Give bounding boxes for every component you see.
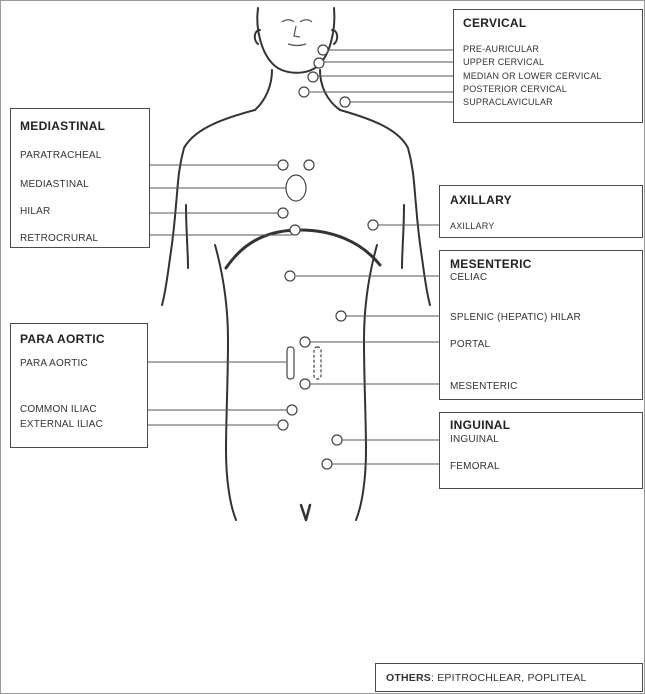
mediastinal-title: MEDIASTINAL: [20, 119, 105, 133]
para-aortic-item-common-iliac: COMMON ILIAC: [20, 404, 97, 415]
leader-lines: [148, 50, 455, 464]
node-celiac: [285, 271, 295, 281]
para-aortic-box: PARA AORTIC PARA AORTIC COMMON ILIAC EXT…: [10, 323, 148, 448]
others-label: OTHERS: EPITROCHLEAR, POPLITEAL: [386, 672, 587, 684]
para-aortic-title: PARA AORTIC: [20, 332, 105, 346]
node-paratracheal-right: [304, 160, 314, 170]
node-axillary: [368, 220, 378, 230]
others-box: OTHERS: EPITROCHLEAR, POPLITEAL: [375, 663, 643, 692]
node-femoral: [322, 459, 332, 469]
para-aortic-item: PARA AORTIC: [20, 358, 88, 369]
node-splenic-hilar: [336, 311, 346, 321]
node-inguinal: [332, 435, 342, 445]
node-supraclavicular: [340, 97, 350, 107]
mesenteric-title: MESENTERIC: [450, 257, 532, 271]
cervical-item-supraclavicular: SUPRACLAVICULAR: [463, 97, 553, 107]
left-shoulder-arm: [162, 110, 255, 305]
left-eye: [282, 20, 294, 22]
mesenteric-item-celiac: CELIAC: [450, 272, 487, 283]
node-portal: [300, 337, 310, 347]
mediastinal-item-paratracheal: PARATRACHEAL: [20, 150, 102, 161]
mediastinal-box: MEDIASTINAL PARATRACHEAL MEDIASTINAL HIL…: [10, 108, 150, 248]
node-mediastinal: [286, 175, 306, 201]
axillary-title: AXILLARY: [450, 193, 512, 207]
cervical-box: CERVICAL PRE-AURICULAR UPPER CERVICAL ME…: [453, 9, 643, 123]
torso-left: [215, 245, 236, 520]
inguinal-box: INGUINAL INGUINAL FEMORAL: [439, 412, 643, 489]
node-para-aortic-left: [287, 347, 294, 379]
cervical-item-upper: UPPER CERVICAL: [463, 57, 544, 67]
node-hilar: [278, 208, 288, 218]
node-posterior-cervical: [299, 87, 309, 97]
inguinal-item-inguinal: INGUINAL: [450, 434, 499, 445]
mediastinal-item-mediastinal: MEDIASTINAL: [20, 179, 89, 190]
mouth: [288, 44, 306, 46]
mesenteric-box: MESENTERIC CELIAC SPLENIC (HEPATIC) HILA…: [439, 250, 643, 400]
mesenteric-item-mesenteric: MESENTERIC: [450, 381, 518, 392]
neck-left: [255, 70, 272, 110]
cervical-item-lower: MEDIAN OR LOWER CERVICAL: [463, 71, 602, 81]
cervical-item-posterior: POSTERIOR CERVICAL: [463, 84, 567, 94]
node-paratracheal-left: [278, 160, 288, 170]
torso-right: [356, 245, 377, 520]
mediastinal-item-retrocrural: RETROCRURAL: [20, 233, 98, 244]
diaphragm: [226, 230, 380, 268]
node-upper-cervical: [314, 58, 324, 68]
nose: [294, 26, 300, 37]
inguinal-item-femoral: FEMORAL: [450, 461, 500, 472]
mesenteric-item-portal: PORTAL: [450, 339, 490, 350]
left-inner-arm: [186, 205, 188, 268]
mediastinal-item-hilar: HILAR: [20, 206, 50, 217]
right-inner-arm: [402, 205, 404, 268]
node-common-iliac: [287, 405, 297, 415]
lymph-nodes: [278, 45, 378, 469]
node-pre-auricular: [318, 45, 328, 55]
right-eye: [300, 20, 312, 22]
face: [282, 20, 312, 46]
para-aortic-item-external-iliac: EXTERNAL ILIAC: [20, 419, 103, 430]
crotch: [301, 505, 310, 520]
others-prefix: OTHERS: [386, 672, 431, 684]
node-para-aortic-right: [314, 347, 321, 379]
cervical-title: CERVICAL: [463, 16, 527, 30]
node-mesenteric: [300, 379, 310, 389]
mesenteric-item-splenic-hilar: SPLENIC (HEPATIC) HILAR: [450, 312, 581, 323]
cervical-item-pre-auricular: PRE-AURICULAR: [463, 44, 539, 54]
node-retrocrural: [290, 225, 300, 235]
node-external-iliac: [278, 420, 288, 430]
axillary-box: AXILLARY AXILLARY: [439, 185, 643, 238]
inguinal-title: INGUINAL: [450, 418, 510, 432]
others-text: : EPITROCHLEAR, POPLITEAL: [431, 672, 587, 684]
node-lower-cervical: [308, 72, 318, 82]
axillary-item: AXILLARY: [450, 221, 494, 231]
